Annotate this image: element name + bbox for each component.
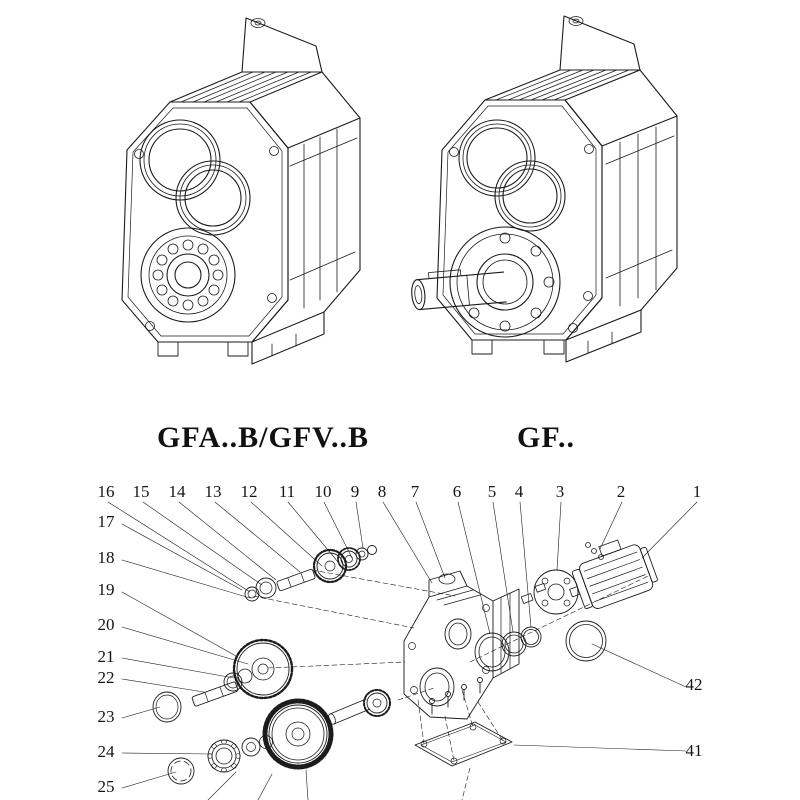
- part-number-19: 19: [97, 580, 115, 599]
- part-number-7: 7: [410, 482, 420, 501]
- part-number-5: 5: [487, 482, 497, 501]
- part-number-6: 6: [452, 482, 462, 501]
- part-number-2: 2: [616, 482, 626, 501]
- part-number-12: 12: [240, 482, 258, 501]
- part-number-18: 18: [97, 548, 115, 567]
- part-number-3: 3: [555, 482, 565, 501]
- part-number-4: 4: [514, 482, 524, 501]
- part-number-1: 1: [692, 482, 702, 501]
- part-number-9: 9: [350, 482, 360, 501]
- part-number-10: 10: [314, 482, 332, 501]
- part-number-21: 21: [97, 647, 115, 666]
- exploded-view-drawing: [107, 501, 698, 800]
- part-number-15: 15: [132, 482, 150, 501]
- model-label-right: GF..: [517, 421, 575, 454]
- gearbox-drawing-left: [121, 17, 361, 365]
- part-number-8: 8: [377, 482, 387, 501]
- part-number-17: 17: [97, 512, 115, 531]
- part-number-41: 41: [685, 741, 703, 760]
- part-number-14: 14: [168, 482, 186, 501]
- part-number-22: 22: [97, 668, 115, 687]
- part-number-24: 24: [97, 742, 115, 761]
- part-number-13: 13: [204, 482, 222, 501]
- model-label-left: GFA..B/GFV..B: [157, 421, 369, 454]
- part-number-16: 16: [97, 482, 115, 501]
- part-number-20: 20: [97, 615, 115, 634]
- part-number-23: 23: [97, 707, 115, 726]
- part-number-25: 25: [97, 777, 115, 796]
- part-number-11: 11: [278, 482, 296, 501]
- part-number-42: 42: [685, 675, 703, 694]
- gearbox-drawing-right: [411, 15, 678, 363]
